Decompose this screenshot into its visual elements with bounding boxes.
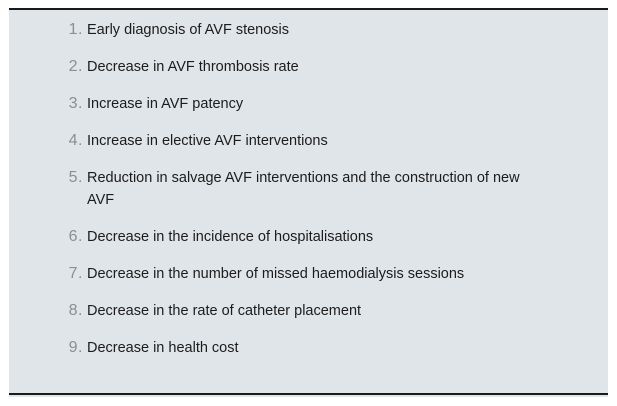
- list-item-text: Decrease in health cost: [87, 340, 239, 356]
- list-item: 2. Decrease in AVF thrombosis rate: [9, 56, 608, 78]
- list-item-text: Decrease in the rate of catheter placeme…: [87, 303, 362, 319]
- list-item-text-continuation: AVF: [87, 192, 115, 208]
- list-item-number: 6.: [68, 228, 83, 245]
- list-item: 4. Increase in elective AVF intervention…: [9, 130, 608, 152]
- list-item-number: 5.: [68, 169, 83, 186]
- list-item: 6. Decrease in the incidence of hospital…: [9, 226, 608, 248]
- list-item-number: 1.: [68, 21, 83, 38]
- list-item-text: Decrease in AVF thrombosis rate: [87, 59, 299, 75]
- list-item-text: Early diagnosis of AVF stenosis: [87, 22, 290, 38]
- list-item-text: Increase in AVF patency: [87, 96, 244, 112]
- list-item-text: Reduction in salvage AVF interventions a…: [87, 170, 520, 186]
- list-item-number: 8.: [68, 302, 83, 319]
- list-item: 8. Decrease in the rate of catheter plac…: [9, 300, 608, 322]
- list-item-text: Decrease in the number of missed haemodi…: [87, 266, 465, 282]
- list-item-number: 2.: [68, 58, 83, 75]
- list-item: 5. Reduction in salvage AVF intervention…: [9, 167, 608, 211]
- list-item-text: Increase in elective AVF interventions: [87, 133, 328, 149]
- list-item: 7. Decrease in the number of missed haem…: [9, 263, 608, 285]
- list-item: 3. Increase in AVF patency: [9, 93, 608, 115]
- numbered-list: 1. Early diagnosis of AVF stenosis 2. De…: [9, 10, 608, 393]
- list-item: 1. Early diagnosis of AVF stenosis: [9, 19, 608, 41]
- list-item-number: 9.: [68, 339, 83, 356]
- list-item-number: 4.: [68, 132, 83, 149]
- bottom-horizontal-rule: [9, 393, 608, 395]
- list-item-text: Decrease in the incidence of hospitalisa…: [87, 229, 374, 245]
- list-item: 9. Decrease in health cost: [9, 337, 608, 359]
- list-item-number: 7.: [68, 265, 83, 282]
- figure-panel: [9, 8, 608, 397]
- top-horizontal-rule: [9, 8, 608, 10]
- list-item-number: 3.: [68, 95, 83, 112]
